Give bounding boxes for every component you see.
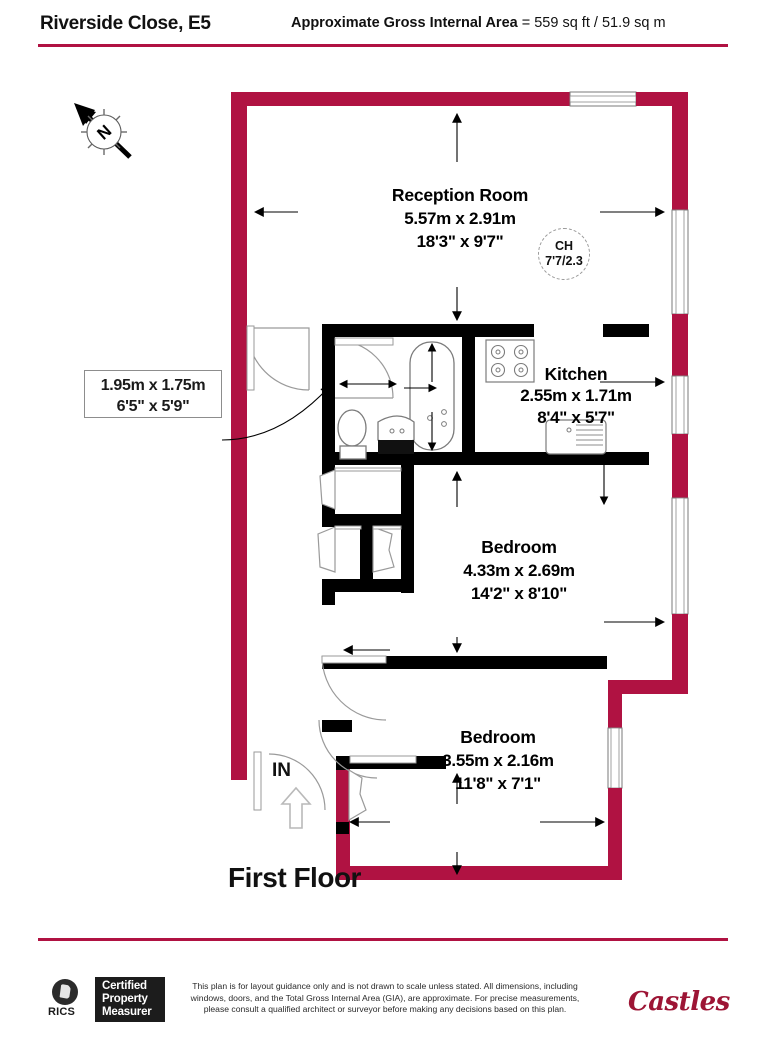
kitchen-imperial: 8'4" x 5'7" — [537, 408, 615, 427]
reception-imperial: 18'3" x 9'7" — [416, 232, 504, 251]
badge-line-2: Property — [102, 993, 148, 1005]
room-label-kitchen: Kitchen 2.55m x 1.71m 8'4" x 5'7" — [503, 363, 649, 429]
reception-name: Reception Room — [391, 185, 529, 205]
kitchen-fixtures — [485, 339, 607, 455]
floorplan-canvas: N — [0, 52, 768, 938]
entrance-arrow-icon — [280, 786, 312, 829]
room-label-bedroom-1: Bedroom 4.33m x 2.69m 14'2" x 8'10" — [440, 536, 598, 605]
cupboard-doors — [317, 469, 395, 822]
room-label-bathroom-callout: 1.95m x 1.75m 6'5" x 5'9" — [84, 370, 222, 418]
door-leaves — [246, 325, 417, 811]
entrance-label: IN — [272, 760, 291, 781]
gross-internal-area: Approximate Gross Internal Area = 559 sq… — [291, 15, 666, 31]
certified-property-measurer-badge: Certified Property Measurer — [95, 977, 165, 1022]
door-swings — [246, 327, 394, 811]
gia-value: = 559 sq ft / 51.9 sq m — [521, 15, 666, 31]
reception-metric: 5.57m x 2.91m — [404, 209, 516, 228]
badge-line-1: Certified — [102, 980, 147, 992]
header-divider — [38, 44, 728, 47]
badge-line-3: Measurer — [102, 1006, 152, 1018]
bedroom-2-metric: 3.55m x 2.16m — [442, 751, 554, 770]
dimension-arrows — [253, 112, 666, 876]
castles-brand-logo: Castles — [628, 987, 730, 1017]
ch-label: CH — [554, 239, 574, 253]
ceiling-height-badge: CH 7'7/2.3 — [538, 228, 590, 280]
cupboard-fronts — [334, 467, 402, 530]
page-footer: RICS Certified Property Measurer This pl… — [0, 975, 768, 1045]
footer-divider — [38, 938, 728, 941]
bedroom-1-name: Bedroom — [481, 537, 557, 557]
bedroom-2-name: Bedroom — [460, 727, 536, 747]
ch-value: 7'7/2.3 — [545, 254, 583, 268]
floor-title: First Floor — [228, 862, 361, 893]
gia-label: Approximate Gross Internal Area — [291, 15, 518, 31]
bedroom-2-imperial: 11'8" x 7'1" — [455, 774, 541, 793]
room-label-bedroom-2: Bedroom 3.55m x 2.16m 11'8" x 7'1" — [418, 726, 578, 795]
bathroom-metric: 1.95m x 1.75m — [100, 377, 206, 394]
bathroom-fixtures — [337, 341, 455, 460]
page-header: Riverside Close, E5 Approximate Gross In… — [0, 0, 768, 52]
rics-wordmark: RICS — [48, 1006, 76, 1018]
room-label-reception: Reception Room 5.57m x 2.91m 18'3" x 9'7… — [376, 184, 544, 253]
compass-icon: N — [74, 103, 132, 159]
kitchen-metric: 2.55m x 1.71m — [520, 386, 632, 405]
bedroom-1-metric: 4.33m x 2.69m — [463, 561, 575, 580]
bathroom-imperial: 6'5" x 5'9" — [116, 398, 190, 415]
kitchen-name: Kitchen — [544, 364, 608, 384]
bathroom-leader-line — [221, 385, 331, 441]
rics-logo: RICS — [48, 979, 90, 1021]
interior-walls — [322, 324, 649, 834]
disclaimer-text: This plan is for layout guidance only an… — [190, 981, 580, 1014]
bedroom-1-imperial: 14'2" x 8'10" — [471, 584, 567, 603]
page-title: Riverside Close, E5 — [40, 13, 211, 34]
rics-crest-icon — [52, 979, 78, 1005]
exterior-walls — [231, 91, 689, 880]
